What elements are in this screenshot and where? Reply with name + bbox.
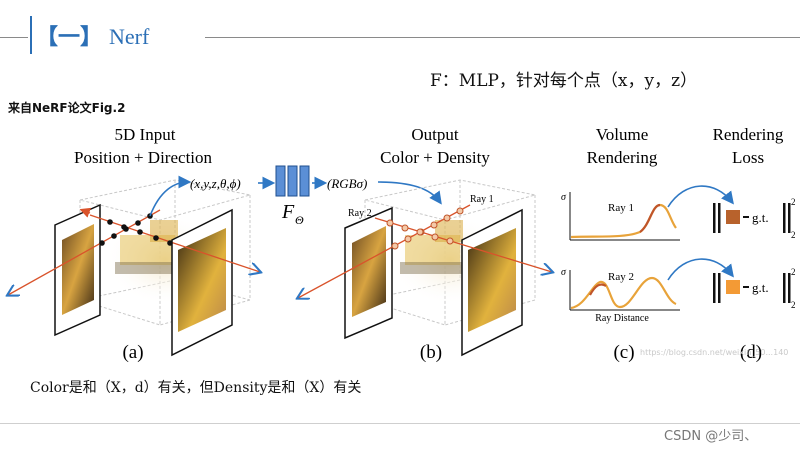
sample-arrow-a: [149, 175, 192, 217]
ray-samples-b: [386, 207, 464, 250]
mlp-note: F：MLP，针对每个点（x，y，z）: [430, 71, 698, 91]
norm-sup-1: 2: [791, 197, 796, 207]
loss-term-2: [713, 273, 791, 303]
network-subscript: Θ: [295, 213, 304, 227]
color-density-note: Color是和（X，d）有关，但Density是和（X）有关: [30, 380, 362, 396]
csdn-watermark: CSDN @少司、: [664, 429, 758, 444]
loss-arrow-1: [667, 185, 734, 208]
output-title-1: Output: [411, 125, 459, 144]
source-note: 来自NeRF论文Fig.2: [8, 101, 126, 115]
output-title-2: Color + Density: [380, 148, 490, 167]
header-divider-right: [205, 37, 800, 38]
input-title-2: Position + Direction: [74, 148, 213, 167]
url-watermark: https://blog.csdn.net/weixin_50...140: [640, 348, 789, 357]
panel-label-d: (d): [740, 342, 762, 363]
norm-sup-2: 2: [791, 267, 796, 277]
header-divider-left: [0, 37, 28, 38]
camera-image-b-left: [344, 206, 393, 340]
ray-1-label: Ray 1: [470, 194, 494, 205]
camera-image-b-right: [461, 208, 523, 357]
loss-title-2: Loss: [732, 148, 764, 167]
density-plot-ray-2: [569, 270, 680, 311]
gt-label-1: g.t.: [752, 210, 769, 225]
loss-term-1: [713, 203, 791, 233]
network-label: F: [281, 201, 295, 223]
ray-distance-label: Ray Distance: [595, 313, 649, 324]
density-plot-ray-1: [569, 192, 680, 241]
ray-samples-a: [99, 213, 173, 246]
panel-label-a: (a): [122, 342, 143, 363]
output-arrow: [377, 181, 442, 205]
input-vars: (x,y,z,θ,ϕ): [190, 176, 241, 191]
footer-divider: [0, 423, 800, 424]
loss-arrow-2: [667, 258, 734, 281]
panel-label-c: (c): [613, 342, 634, 363]
sigma-label-1: σ: [561, 192, 567, 203]
norm-sub-2: 2: [791, 300, 796, 310]
network-block: [275, 165, 310, 197]
input-title-1: 5D Input: [115, 125, 176, 144]
ray-1-plot-label: Ray 1: [608, 202, 634, 214]
rays-a: [8, 207, 260, 295]
volume-title-2: Rendering: [587, 148, 658, 167]
slide-header: 【一】 Nerf: [0, 0, 800, 72]
header-accent-bar: [30, 16, 32, 54]
ray-2-label: Ray 2: [348, 208, 372, 219]
ray-2-plot-label: Ray 2: [608, 271, 634, 283]
section-number: 【一】: [36, 25, 103, 50]
output-vars: (RGBσ): [327, 176, 367, 191]
loss-title-1: Rendering: [713, 125, 784, 144]
camera-image-a-left: [54, 203, 101, 337]
section-title: 【一】 Nerf: [36, 22, 149, 53]
sigma-label-2: σ: [561, 267, 567, 278]
gt-label-2: g.t.: [752, 280, 769, 295]
nerf-figure: 5D Input Position + Direction: [0, 125, 796, 363]
panel-label-b: (b): [420, 342, 442, 363]
bulldozer-b: [400, 220, 470, 274]
norm-sub-1: 2: [791, 230, 796, 240]
camera-image-a-right: [171, 208, 233, 357]
section-name: Nerf: [109, 24, 150, 49]
volume-title-1: Volume: [596, 125, 649, 144]
